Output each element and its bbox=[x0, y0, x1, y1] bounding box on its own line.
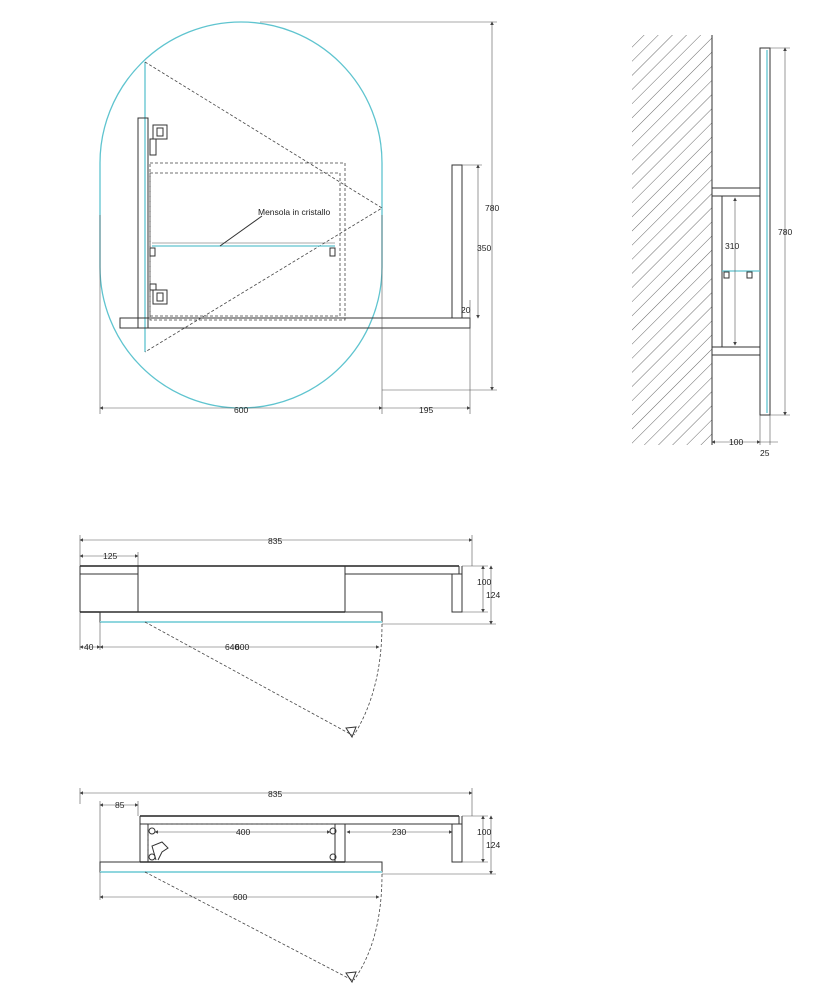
dim-640: 640 bbox=[225, 642, 239, 652]
dim-124: 124 bbox=[486, 840, 500, 850]
dim-835: 835 bbox=[268, 789, 282, 799]
dim-310: 310 bbox=[725, 241, 739, 251]
door-swing-line bbox=[144, 871, 353, 981]
dim-100: 100 bbox=[477, 827, 491, 837]
door-swing-arc bbox=[353, 873, 383, 981]
wall bbox=[632, 35, 712, 445]
dim-780: 780 bbox=[778, 227, 792, 237]
plan-view-open-door: 835 125 100 124 40 640 600 bbox=[79, 535, 500, 739]
door bbox=[99, 611, 383, 623]
hinge-icon bbox=[151, 841, 169, 861]
arrow-icon bbox=[345, 726, 357, 739]
hinge-icon bbox=[149, 283, 168, 305]
shelf-label: Mensola in cristallo bbox=[258, 207, 331, 217]
door-swing-arc bbox=[353, 623, 383, 736]
dim-195: 195 bbox=[419, 405, 433, 415]
plan-view-section: 835 85 400 230 100 124 600 bbox=[79, 788, 500, 984]
dim-600: 600 bbox=[234, 405, 248, 415]
dim-85: 85 bbox=[115, 800, 125, 810]
dim-600: 600 bbox=[235, 642, 249, 652]
hinge-icon bbox=[149, 124, 168, 156]
front-view: Mensola in cristallo 780 350 20 600 195 bbox=[99, 21, 499, 415]
dim-100: 100 bbox=[729, 437, 743, 447]
dim-125: 125 bbox=[103, 551, 117, 561]
dim-40: 40 bbox=[84, 642, 94, 652]
dim-20: 20 bbox=[461, 305, 471, 315]
dim-400: 400 bbox=[236, 827, 250, 837]
side-view: 310 780 100 25 bbox=[632, 35, 792, 458]
dim-124: 124 bbox=[486, 590, 500, 600]
arrow-icon bbox=[345, 971, 357, 984]
dim-230: 230 bbox=[392, 827, 406, 837]
bottom-shelf bbox=[119, 317, 471, 329]
dim-25: 25 bbox=[760, 448, 770, 458]
dim-100: 100 bbox=[477, 577, 491, 587]
dim-600: 600 bbox=[233, 892, 247, 902]
door-swing-line bbox=[144, 621, 353, 736]
door bbox=[99, 861, 383, 873]
dim-780: 780 bbox=[485, 203, 499, 213]
dim-350: 350 bbox=[477, 243, 491, 253]
dim-835: 835 bbox=[268, 536, 282, 546]
side-panel bbox=[137, 117, 149, 329]
mirror-panel bbox=[759, 47, 771, 416]
